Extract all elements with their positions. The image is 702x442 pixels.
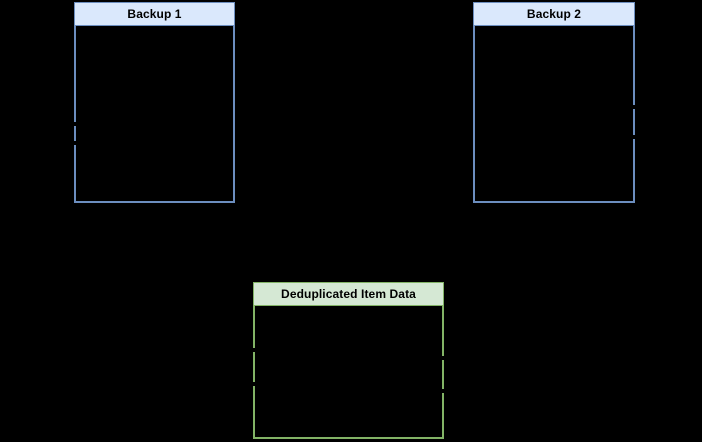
connector-notch-dedup-right-a: [440, 356, 444, 360]
node-backup-1-title: Backup 1: [74, 2, 235, 26]
node-backup-2-body: [473, 26, 635, 203]
node-backup-1[interactable]: Backup 1: [74, 2, 235, 203]
node-deduplicated-item-data-title: Deduplicated Item Data: [253, 282, 444, 306]
node-backup-1-content: [76, 26, 233, 201]
node-deduplicated-item-data[interactable]: Deduplicated Item Data: [253, 282, 444, 439]
node-deduplicated-item-data-content: [255, 306, 442, 437]
node-backup-2[interactable]: Backup 2: [473, 2, 635, 203]
connector-notch-dedup-left-b: [253, 382, 257, 386]
node-backup-2-content: [475, 26, 633, 201]
connector-notch-backup-1-a: [74, 122, 78, 126]
node-backup-1-body: [74, 26, 235, 203]
connector-notch-backup-1-b: [74, 141, 78, 145]
node-backup-2-title: Backup 2: [473, 2, 635, 26]
connector-notch-backup-2-b: [631, 135, 635, 139]
node-deduplicated-item-data-body: [253, 306, 444, 439]
connector-notch-dedup-right-b: [440, 389, 444, 393]
connector-notch-backup-2-a: [631, 105, 635, 109]
connector-notch-dedup-left-a: [253, 348, 257, 352]
